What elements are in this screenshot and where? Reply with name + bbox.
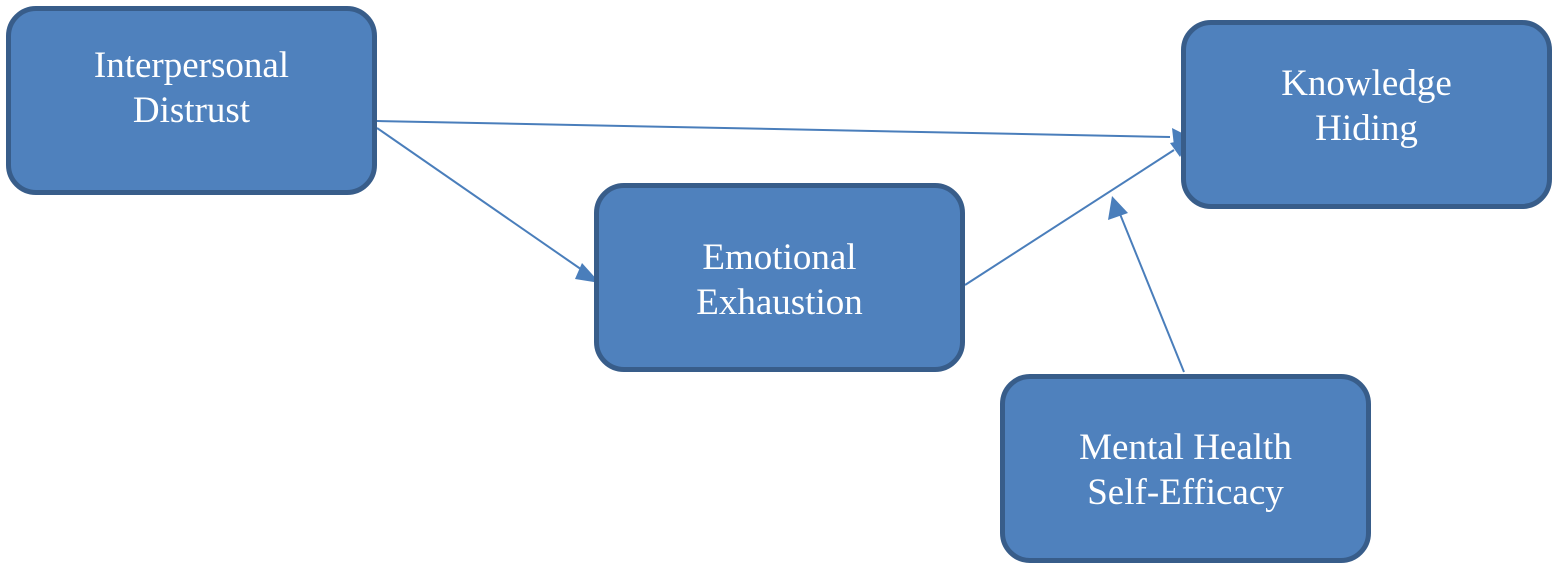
node-label: Knowledge Hiding — [1281, 61, 1452, 151]
arrow-exhaustion-to-hiding — [964, 139, 1190, 286]
node-label-line-2: Distrust — [132, 89, 251, 131]
node-emotional-exhaustion: Emotional Exhaustion — [594, 183, 965, 372]
node-mental-health-self-efficacy: Mental Health Self-Efficacy — [1000, 374, 1371, 563]
node-interpersonal-distrust: Interpersonal Distrust — [6, 6, 377, 195]
node-label-line-1: Emotional — [702, 237, 857, 278]
node-label-line-2: Self-Efficacy — [1087, 471, 1284, 513]
node-label-line-1: Mental Health — [1079, 426, 1292, 468]
arrow-efficacy-moderation — [1108, 196, 1185, 373]
node-knowledge-hiding: Knowledge Hiding — [1181, 20, 1552, 209]
node-label: Interpersonal Distrust — [94, 43, 289, 133]
node-label-line-2: Exhaustion — [696, 282, 863, 323]
node-label: Mental Health Self-Efficacy — [1079, 425, 1292, 515]
arrow-distrust-to-hiding — [376, 120, 1190, 146]
node-label-line-1: Interpersonal — [93, 44, 290, 86]
node-label-line-1: Knowledge — [1281, 62, 1452, 104]
node-label: Emotional Exhaustion — [696, 235, 862, 325]
arrow-distrust-to-exhaustion — [376, 127, 600, 283]
node-label-line-2: Hiding — [1315, 107, 1418, 149]
